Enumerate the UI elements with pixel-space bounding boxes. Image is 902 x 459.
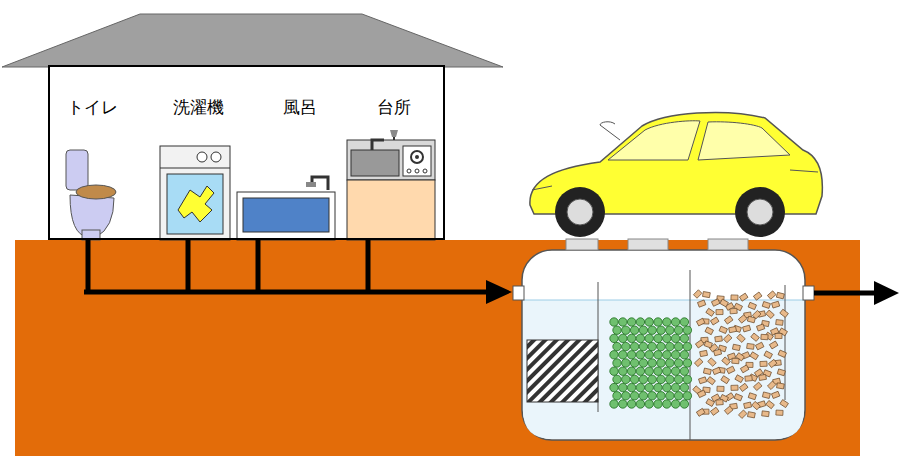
room-label: 洗濯機 [171,97,226,117]
flow-arrow [874,281,899,305]
outlet-pipe [814,291,878,296]
drain-pipe [84,240,490,294]
bathtub [237,177,335,240]
toilet [66,150,116,240]
room-label: 風呂 [281,97,319,117]
room-label: 台所 [375,97,413,117]
house-body: トイレ 洗濯機 風呂 台所 [48,65,445,240]
ground [15,240,860,456]
roof [2,14,503,67]
car [530,112,822,237]
septic-tank [513,239,814,440]
room-label: トイレ [65,97,120,117]
washing-machine [160,146,230,240]
kitchen-sink [347,130,435,240]
house-wall [48,65,445,240]
flow-arrow [486,280,512,304]
